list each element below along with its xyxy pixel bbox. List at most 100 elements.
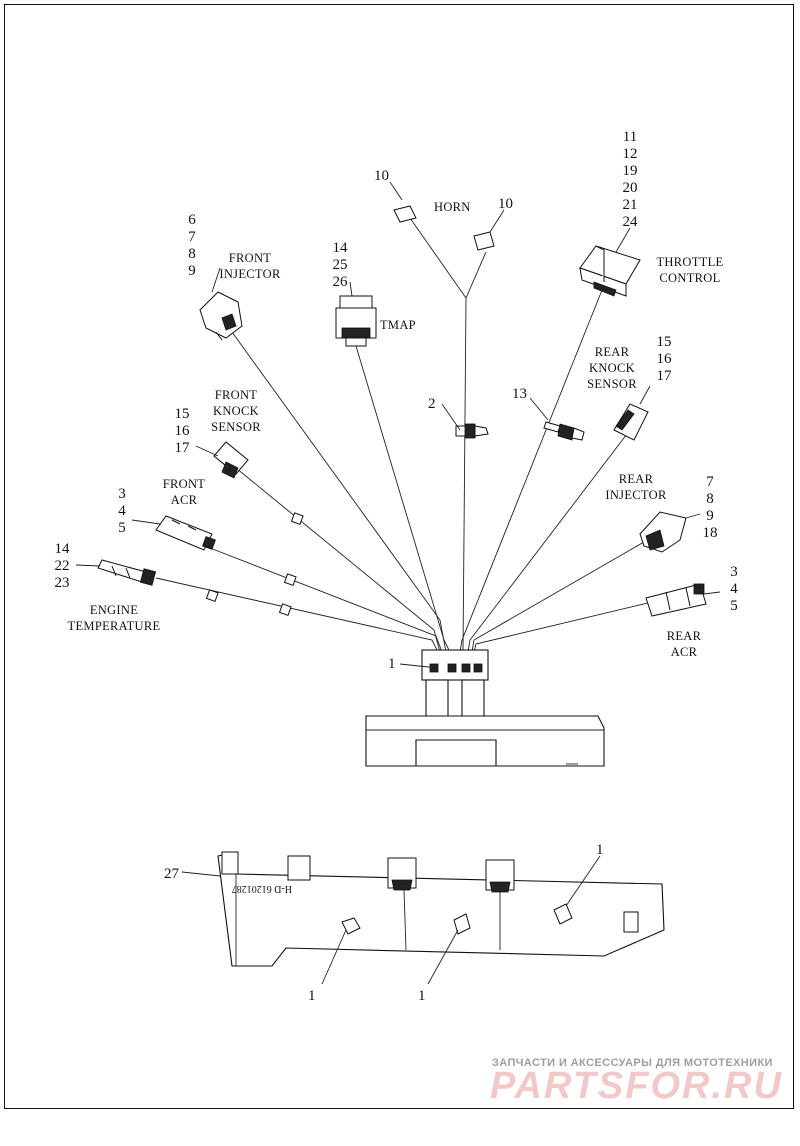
label-text: THROTTLE (657, 255, 724, 269)
ecm-part-marking: H-D 61201287 (232, 883, 292, 894)
callout-front-knock-sensor: 15 16 17 (175, 406, 191, 456)
rear-injector-wire (471, 541, 645, 653)
callout-rear-knock-sensor: 15 16 17 (657, 334, 673, 384)
page-frame (4, 4, 794, 1109)
horn-wire-right (465, 251, 487, 299)
callout-text: 5 (730, 598, 738, 614)
callout-text: 14 (55, 541, 71, 557)
label-text: REAR (667, 629, 702, 643)
sensor-item-13 (543, 421, 585, 441)
label-tmap: TMAP (380, 318, 416, 332)
watermark-tagline: ЗАПЧАСТИ И АКСЕССУАРЫ ДЛЯ МОТОТЕХНИКИ (492, 1057, 773, 1069)
label-text: FRONT (215, 388, 258, 402)
callout-rear-acr: 3 4 5 (730, 564, 738, 614)
callout-text: 14 (333, 240, 349, 256)
callout-item-1-bottom-c: 1 (596, 842, 604, 858)
callout-throttle-control: 11 12 19 20 21 24 (623, 129, 639, 230)
callout-front-injector: 6 7 8 9 (188, 212, 196, 279)
label-engine-temperature: ENGINE TEMPERATURE (68, 603, 161, 633)
callout-text: 24 (623, 214, 639, 230)
throttle-wire (459, 289, 603, 653)
callout-text: 17 (657, 368, 673, 384)
callout-text: 20 (623, 180, 638, 196)
watermark-brand: PARTSFOR.RU (490, 1065, 783, 1107)
callout-text: 12 (623, 146, 638, 162)
label-text: ACR (671, 645, 698, 659)
label-front-acr: FRONT ACR (163, 477, 206, 507)
callout-text: 16 (657, 351, 673, 367)
wire-clip (290, 512, 304, 526)
label-text: SENSOR (211, 420, 261, 434)
callout-text: 11 (623, 129, 637, 145)
label-text: ENGINE (90, 603, 138, 617)
callout-text: 9 (706, 508, 714, 524)
callout-rear-injector: 7 8 9 18 (703, 474, 718, 541)
callout-item-1-bottom-a: 1 (308, 988, 316, 1004)
horn-connector-right (473, 231, 495, 251)
engine-temp-wire (155, 577, 439, 653)
rear-acr-connector (645, 583, 707, 617)
label-text: FRONT (163, 477, 206, 491)
callout-item-1-bottom-b: 1 (418, 988, 426, 1004)
callout-item-27: 27 (164, 866, 180, 882)
ecm-assembly-bottom (217, 851, 665, 967)
harness-wires (155, 217, 653, 653)
callout-engine-temperature: 14 22 23 (55, 541, 71, 591)
callout-text: 3 (730, 564, 738, 580)
callout-text: 7 (706, 474, 714, 490)
label-horn: HORN (434, 200, 471, 214)
rear-acr-wire (473, 601, 653, 653)
front-knock-sensor-connector (213, 441, 249, 479)
label-rear-injector: REAR INJECTOR (605, 472, 667, 502)
wire-clip (205, 589, 219, 603)
label-front-injector: FRONT INJECTOR (219, 251, 281, 281)
callout-horn-right: 10 (498, 196, 513, 212)
callout-text: 4 (118, 503, 126, 519)
callout-item-2: 2 (428, 396, 436, 412)
callout-text: 23 (55, 575, 70, 591)
callout-text: 21 (623, 197, 638, 213)
rear-knock-sensor-connector (613, 403, 649, 441)
ecm-assembly-top (365, 649, 605, 767)
label-text: SENSOR (587, 377, 637, 391)
tmap-wire (355, 345, 451, 653)
callout-text: 16 (175, 423, 191, 439)
label-text: INJECTOR (605, 488, 667, 502)
callout-horn-left: 10 (374, 168, 389, 184)
label-text: INJECTOR (219, 267, 281, 281)
callout-text: 19 (623, 163, 638, 179)
callout-text: 9 (188, 263, 196, 279)
callout-text: 6 (188, 212, 196, 228)
label-throttle-control: THROTTLE CONTROL (657, 255, 724, 285)
label-text: REAR (619, 472, 654, 486)
callout-text: 5 (118, 520, 126, 536)
rear-injector-connector (639, 511, 687, 553)
front-acr-connector (155, 515, 216, 551)
label-rear-acr: REAR ACR (667, 629, 702, 659)
callout-text: 3 (118, 486, 126, 502)
front-knock-wire (235, 467, 441, 653)
label-text: TEMPERATURE (68, 619, 161, 633)
leader-lines (75, 181, 721, 985)
label-text: ACR (171, 493, 198, 507)
label-text: FRONT (229, 251, 272, 265)
callout-text: 22 (55, 558, 70, 574)
label-front-knock-sensor: FRONT KNOCK SENSOR (211, 388, 261, 434)
engine-temperature-sensor (97, 559, 157, 586)
callout-text: 15 (175, 406, 190, 422)
horn-trunk (462, 297, 467, 653)
callout-text: 8 (706, 491, 714, 507)
callout-front-acr: 3 4 5 (118, 486, 126, 536)
tmap-sensor (335, 295, 377, 347)
callout-text: 18 (703, 525, 718, 541)
rear-knock-wire (467, 429, 631, 653)
throttle-control-connector (579, 245, 641, 297)
label-text: REAR (595, 345, 630, 359)
callout-item-1-top: 1 (388, 656, 396, 672)
callout-text: 17 (175, 440, 191, 456)
horn-connector-left (393, 205, 417, 223)
wire-clip (283, 573, 297, 587)
callout-text: 8 (188, 246, 196, 262)
callout-text: 4 (730, 581, 738, 597)
